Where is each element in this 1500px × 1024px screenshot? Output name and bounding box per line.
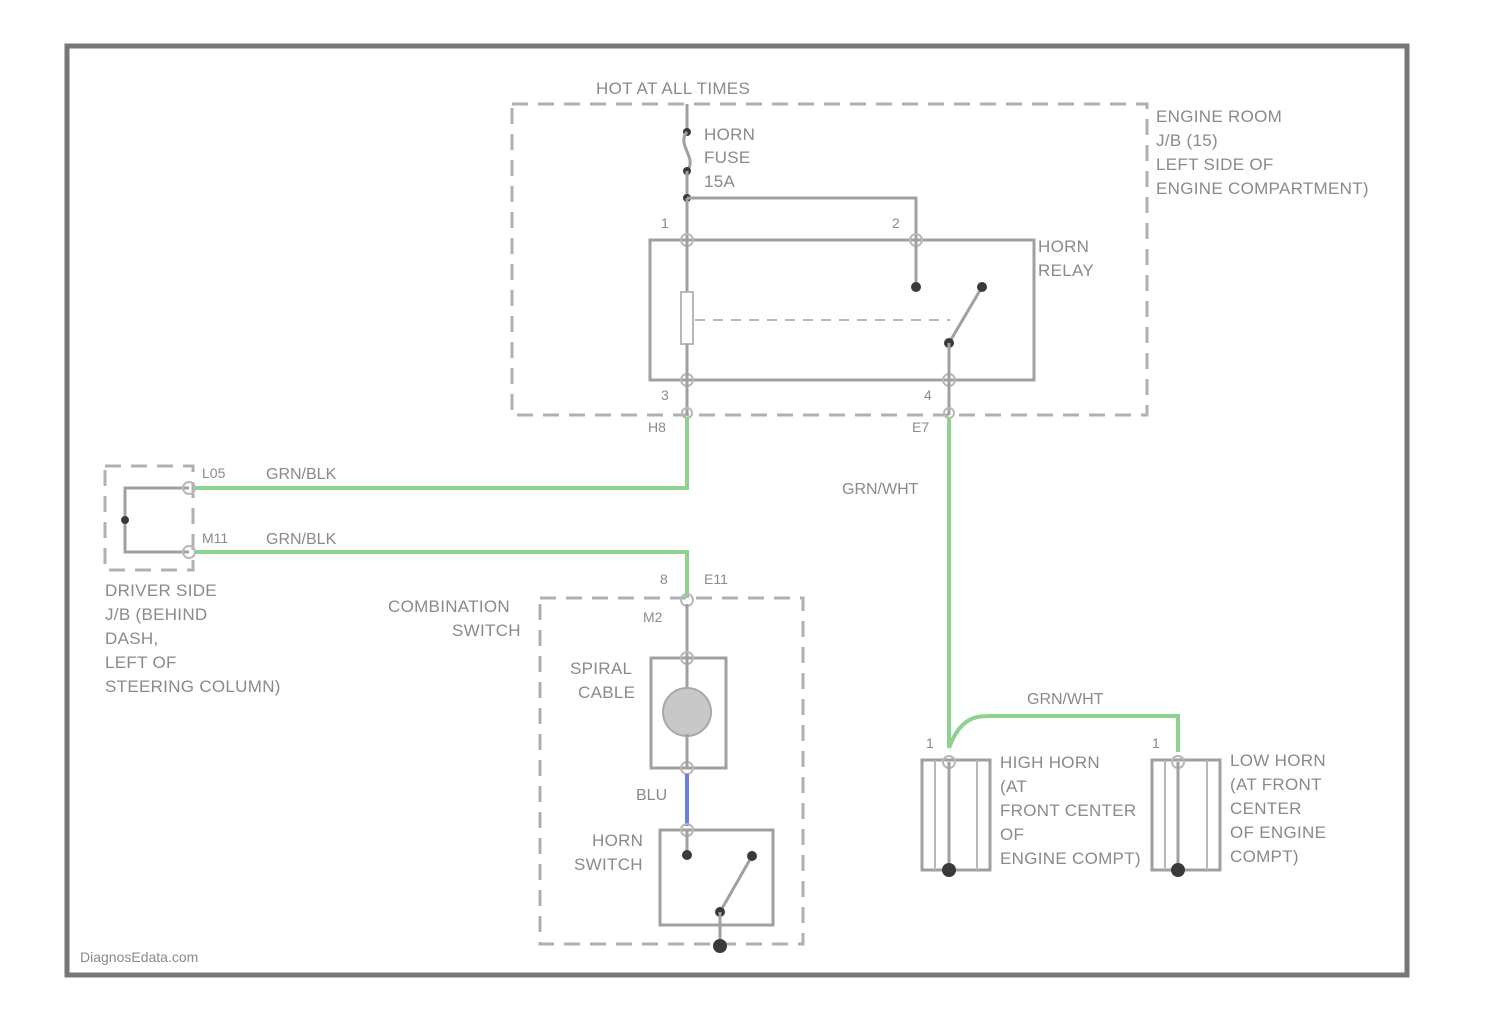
svg-text:J/B (15): J/B (15) — [1156, 131, 1218, 150]
wire-blu-label: BLU — [636, 787, 667, 804]
low-horn-label: LOW HORN (AT FRONT CENTER OF ENGINE COMP… — [1230, 751, 1326, 866]
horn-relay-label: HORN RELAY — [1038, 237, 1094, 280]
svg-text:SWITCH: SWITCH — [452, 621, 521, 640]
svg-text:STEERING COLUMN): STEERING COLUMN) — [105, 677, 281, 696]
svg-text:LEFT SIDE OF: LEFT SIDE OF — [1156, 155, 1274, 174]
svg-text:DRIVER SIDE: DRIVER SIDE — [105, 581, 217, 600]
wire-grn-blk-top-label: GRN/BLK — [266, 466, 337, 483]
connector-m11-label: M11 — [202, 530, 228, 546]
fuse-to-switch-feed-wire — [687, 198, 916, 240]
svg-text:(AT: (AT — [1000, 777, 1027, 796]
svg-text:HORN: HORN — [704, 125, 755, 144]
svg-text:(AT FRONT: (AT FRONT — [1230, 775, 1322, 794]
svg-text:FUSE: FUSE — [704, 148, 751, 167]
driver-side-jb-boundary — [105, 466, 193, 570]
high-horn-label: HIGH HORN (AT FRONT CENTER OF ENGINE COM… — [1000, 753, 1141, 868]
svg-text:DASH,: DASH, — [105, 629, 158, 648]
relay-pin-4-label: 4 — [924, 387, 932, 403]
high-horn — [922, 756, 990, 877]
svg-text:HORN: HORN — [592, 831, 643, 850]
svg-text:COMBINATION: COMBINATION — [388, 597, 510, 616]
wire-grn-wht-bridge-label: GRN/WHT — [1027, 691, 1104, 708]
svg-text:LEFT OF: LEFT OF — [105, 653, 177, 672]
watermark: DiagnosEdata.com — [80, 949, 198, 965]
svg-text:SPIRAL: SPIRAL — [570, 659, 632, 678]
combination-switch-label: COMBINATION SWITCH — [388, 597, 521, 640]
high-horn-pin-label: 1 — [926, 735, 934, 751]
wire-grn-blk-bottom — [195, 552, 687, 598]
horn-fuse-label: HORN FUSE 15A — [704, 125, 755, 191]
svg-text:OF: OF — [1000, 825, 1024, 844]
high-horn-ground-icon — [942, 863, 956, 877]
driver-side-jb-splice — [121, 482, 195, 558]
connector-l05-label: L05 — [202, 465, 226, 481]
low-horn-ground-icon — [1171, 863, 1185, 877]
svg-text:HIGH HORN: HIGH HORN — [1000, 753, 1100, 772]
driver-side-jb-label: DRIVER SIDE J/B (BEHIND DASH, LEFT OF ST… — [105, 581, 281, 696]
svg-text:HORN: HORN — [1038, 237, 1089, 256]
low-horn-pin-label: 1 — [1152, 735, 1160, 751]
horn-switch-label: HORN SWITCH — [574, 831, 643, 874]
pin-8-label: 8 — [660, 571, 668, 587]
svg-text:J/B (BEHIND: J/B (BEHIND — [105, 605, 207, 624]
low-horn — [1152, 756, 1220, 877]
engine-room-jb-label: ENGINE ROOM J/B (15) LEFT SIDE OF ENGINE… — [1156, 107, 1369, 198]
connector-e11-label: E11 — [704, 571, 728, 587]
connector-e7-label: E7 — [912, 419, 929, 435]
svg-text:COMPT): COMPT) — [1230, 847, 1299, 866]
connector-m2-label: M2 — [643, 609, 663, 625]
relay-pin-3-label: 3 — [661, 387, 669, 403]
svg-text:ENGINE COMPT): ENGINE COMPT) — [1000, 849, 1141, 868]
svg-text:CABLE: CABLE — [578, 683, 635, 702]
svg-text:ENGINE COMPARTMENT): ENGINE COMPARTMENT) — [1156, 179, 1369, 198]
horn-relay — [650, 234, 1034, 386]
svg-text:ENGINE ROOM: ENGINE ROOM — [1156, 107, 1282, 126]
spiral-cable — [651, 652, 726, 774]
connector-h8-label: H8 — [648, 419, 666, 435]
spiral-cable-label: SPIRAL CABLE — [570, 659, 635, 702]
wire-grn-wht-relay-label: GRN/WHT — [842, 481, 919, 498]
svg-text:CENTER: CENTER — [1230, 799, 1302, 818]
wire-grn-blk-bottom-label: GRN/BLK — [266, 531, 337, 548]
svg-text:OF ENGINE: OF ENGINE — [1230, 823, 1326, 842]
horn-switch-ground-icon — [713, 939, 727, 953]
spiral-coil-icon — [663, 688, 711, 736]
horn-switch — [660, 824, 773, 944]
relay-pin-1-label: 1 — [661, 215, 669, 231]
svg-text:SWITCH: SWITCH — [574, 855, 643, 874]
relay-pin-2-label: 2 — [892, 215, 900, 231]
wire-grn-wht-bridge — [949, 716, 1178, 752]
svg-text:LOW HORN: LOW HORN — [1230, 751, 1326, 770]
svg-text:FRONT CENTER: FRONT CENTER — [1000, 801, 1136, 820]
svg-text:15A: 15A — [704, 172, 736, 191]
svg-text:RELAY: RELAY — [1038, 261, 1094, 280]
hot-at-all-times-label: HOT AT ALL TIMES — [596, 79, 750, 98]
horn-fuse — [683, 104, 691, 202]
